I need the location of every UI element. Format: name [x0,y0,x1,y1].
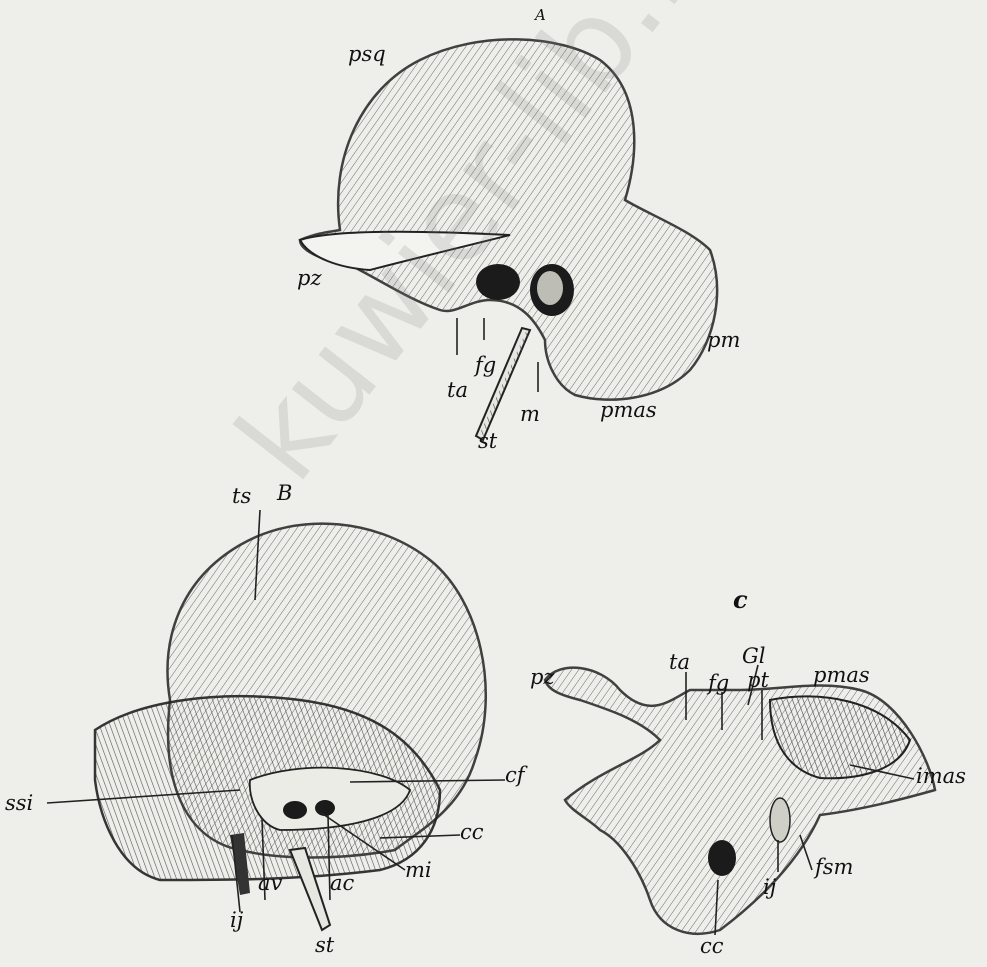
label-a-fg: fg [475,355,496,376]
label-b-av: av [258,873,282,894]
label-a-pz: pz [297,268,322,289]
label-b-cc: cc [460,822,484,843]
label-b-ac: ac [330,873,354,894]
label-c-fsm: fsm [815,857,853,878]
label-c-cc: cc [700,936,724,957]
label-a-ta: ta [447,380,468,401]
label-b-cf: cf [505,765,525,786]
label-b-ssi: ssi [5,793,33,814]
label-b-ij: ij [230,910,243,931]
label-b-st: st [315,935,334,956]
panel-b-letter: B [277,483,292,504]
panel-a-drawing [300,39,717,440]
label-c-pz: pz [530,667,555,688]
label-a-psq: psq [348,44,386,65]
label-a-pmas: pmas [600,400,657,421]
panel-c-drawing [545,668,935,934]
label-a-st: st [478,431,497,452]
label-c-ij: ij [763,877,776,898]
label-b-mi: mi [405,860,432,881]
label-c-gl: Gl [742,646,766,667]
panel-a-letter: A [535,8,546,23]
label-c-imas: imas [916,766,966,787]
label-a-m: m [520,404,540,425]
label-c-fg: fg [708,673,729,694]
panel-c-letter: c [733,588,748,612]
label-c-ta: ta [669,652,690,673]
label-c-pt: pt [747,670,769,691]
label-c-pmas: pmas [813,665,870,686]
label-a-pm: pm [707,330,740,351]
label-b-ts: ts [232,486,251,507]
